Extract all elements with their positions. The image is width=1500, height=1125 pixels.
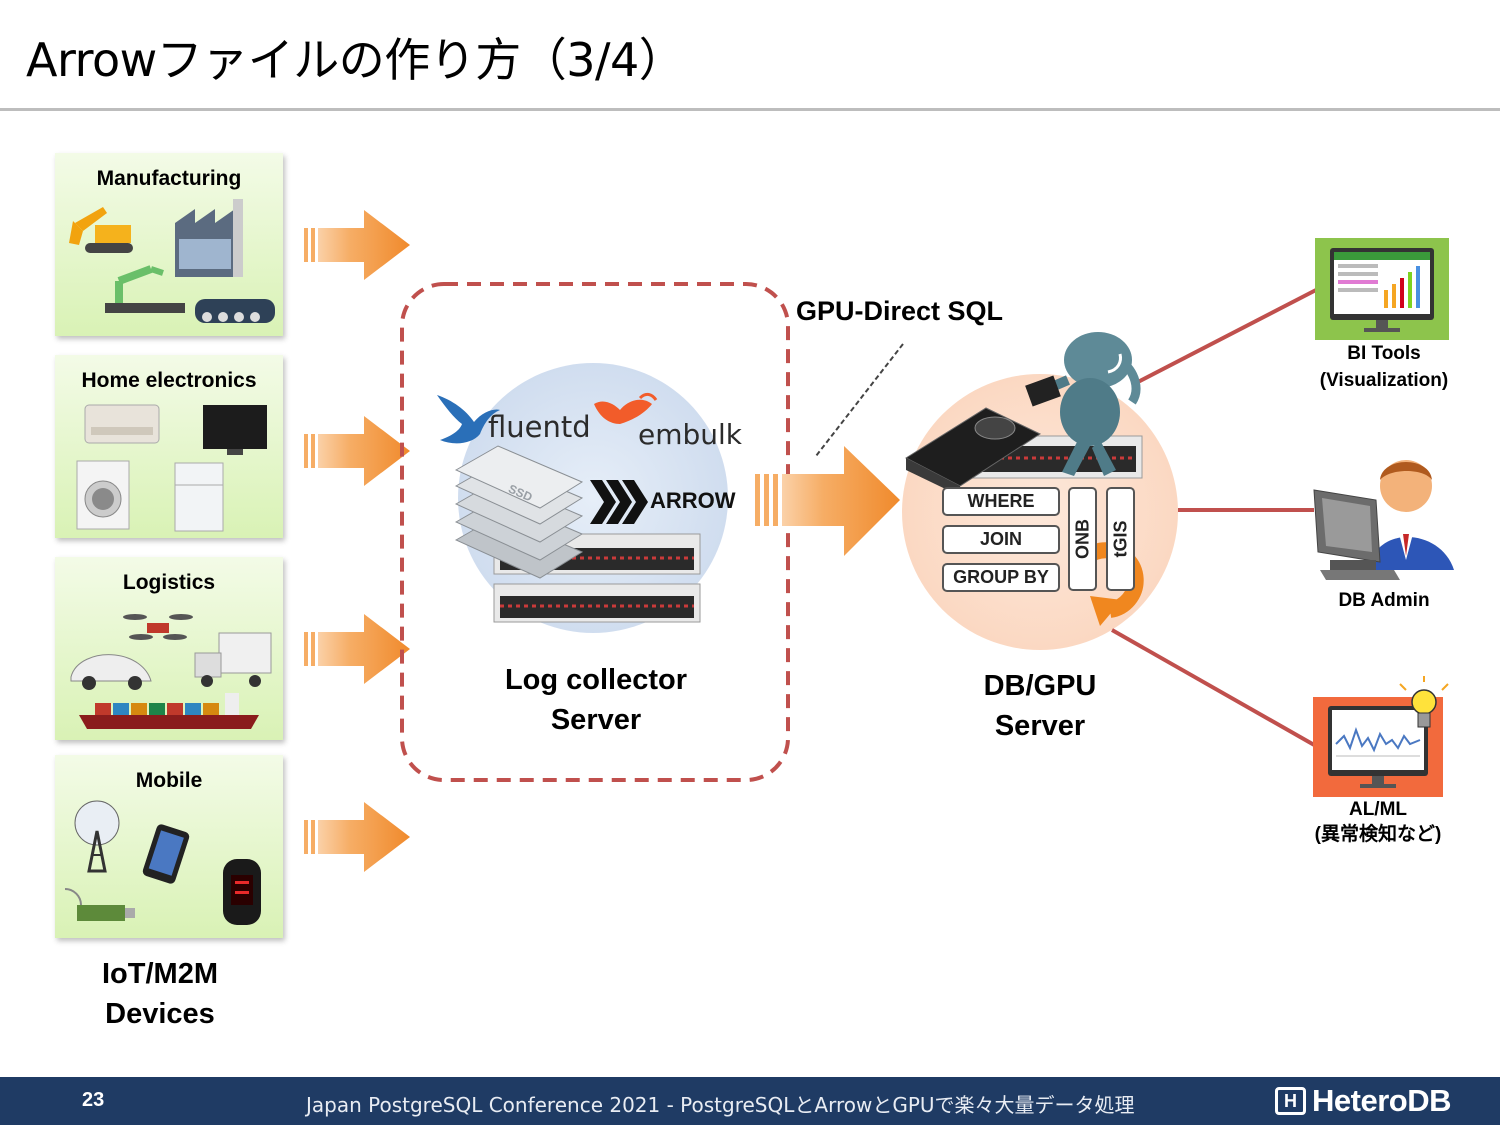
arrow-logo: ARROW [650,488,736,513]
conveyor-belt-icon [195,299,275,323]
heterodb-brand: HeteroDB [1312,1083,1451,1118]
arrow-manufacturing [304,210,410,280]
collector-label-line1: Log collector [504,664,688,696]
db-server-label: DB/GPU Server [940,666,1140,746]
gpu-direct-sql-label: GPU-Direct SQL [796,296,1004,326]
heterodb-logo-icon: H [1275,1087,1306,1115]
source-box-mobile: Mobile [55,755,283,938]
cell-tower-icon [74,800,120,873]
manufacturing-illustration [69,199,275,323]
logistics-illustration [70,614,272,729]
gpu-card-icon [904,407,1042,496]
iot-module-icon [64,888,135,921]
ai-ml-label: AL/ML (異常検知など) [1294,797,1462,847]
source-group-label-line2: Devices [105,998,215,1030]
arrow-chevrons-icon [590,480,648,524]
db-admin-label: DB Admin [1338,590,1430,611]
container-ship-icon [79,693,259,729]
factory-icon [175,199,243,277]
smartphone-icon [142,824,190,884]
bi-tools-label-line1: BI Tools [1347,343,1421,364]
source-box-home-electronics: Home electronics [55,355,283,538]
collector-label: Log collector Server [478,660,714,740]
bi-tools-monitor-icon [1315,238,1449,340]
source-box-logistics: Logistics [55,557,283,740]
mobile-illustration [64,800,261,925]
robot-arm-icon [105,265,185,313]
arrow-collector-to-db [755,446,900,556]
lightbulb-icon [1399,676,1449,728]
television-icon [203,405,267,455]
ai-ml-label-line1: AL/ML [1348,799,1408,820]
vertical-label-1: ONB [1072,519,1092,559]
sql-group-by-label: GROUP BY [942,563,1060,592]
source-label: Manufacturing [96,167,242,190]
collector-label-line2: Server [550,704,642,736]
vertical-label-box-1: ONB [1068,487,1097,591]
truck-icon [194,632,272,687]
connector-ai-ml [1111,628,1317,748]
embulk-logo-icon [594,392,658,424]
vertical-label-2: tGIS [1110,520,1130,558]
ssd-stack-icon [454,445,584,579]
connector-bi-tools [1133,288,1317,386]
arrow-logistics [304,614,410,684]
slide-title: Arrowファイルの作り方（3/4） [26,33,685,87]
ai-ml-monitor-icon [1313,697,1443,797]
db-server-label-line1: DB/GPU [983,670,1097,702]
car-icon [70,654,152,690]
excavator-icon [69,207,133,253]
sql-where-label: WHERE [942,487,1060,516]
source-label: Home electronics [81,369,257,392]
elephant-mascot-icon [1025,332,1141,476]
arrow-home-electronics [304,416,410,486]
air-conditioner-icon [84,404,160,444]
page-number: 23 [82,1089,105,1111]
drone-icon [123,614,193,640]
refrigerator-icon [174,462,224,532]
db-admin-person-icon [1313,460,1454,580]
collector-boundary [400,282,790,782]
embulk-logo: embulk [638,418,743,451]
db-server-label-line2: Server [994,710,1086,742]
source-group-label-line1: IoT/M2M [102,958,218,990]
fluentd-logo-icon [437,395,500,444]
sql-join-label: JOIN [942,525,1060,554]
source-label: Mobile [135,769,203,792]
footer-conference-text: Japan PostgreSQL Conference 2021 - Postg… [306,1093,1135,1117]
fluentd-logo: fluentd [488,410,591,444]
source-box-manufacturing: Manufacturing [55,153,283,336]
source-label: Logistics [122,571,216,594]
arrow-mobile [304,802,410,872]
bi-tools-label-line2: (Visualization) [1319,370,1449,391]
bi-tools-label: BI Tools (Visualization) [1300,340,1468,394]
footer-bar: 23 Japan PostgreSQL Conference 2021 - Po… [0,1077,1500,1125]
vertical-label-box-2: tGIS [1106,487,1135,591]
smartwatch-icon [223,859,261,925]
washing-machine-icon [76,460,130,530]
source-group-label: IoT/M2M Devices [60,954,260,1034]
gpu-direct-leader [815,343,904,457]
title-divider [0,108,1500,111]
ai-ml-label-line2: (異常検知など) [1314,824,1442,845]
home-electronics-illustration [76,404,267,532]
